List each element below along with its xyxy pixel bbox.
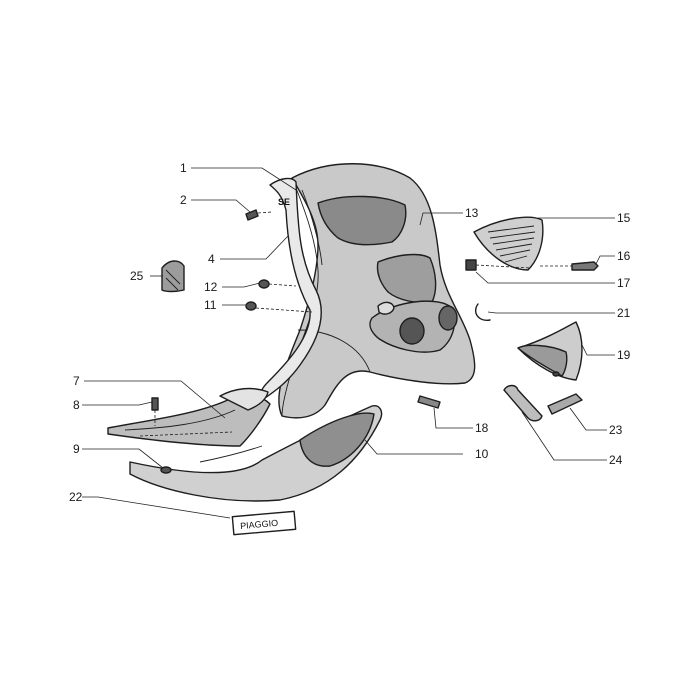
callout-1: 1 — [180, 161, 187, 175]
callout-18: 18 — [475, 421, 489, 435]
small-parts: PIAGGIO — [151, 209, 599, 536]
callout-24: 24 — [609, 453, 623, 467]
callout-23: 23 — [609, 423, 623, 437]
grille-cover — [473, 216, 544, 271]
callout-8: 8 — [73, 398, 80, 412]
callout-15: 15 — [617, 211, 631, 225]
callout-4: 4 — [208, 252, 215, 266]
svg-text:SE: SE — [278, 197, 290, 207]
front-shield — [278, 163, 476, 419]
callout-19: 19 — [617, 348, 631, 362]
callout-11: 11 — [204, 298, 217, 312]
callout-12: 12 — [204, 280, 218, 294]
callout-13: 13 — [465, 206, 479, 220]
footboard — [107, 387, 271, 447]
callout-9: 9 — [73, 442, 80, 456]
callout-17: 17 — [617, 276, 631, 290]
glove-box-tray — [517, 321, 583, 381]
lower-spoiler — [129, 405, 383, 502]
callout-2: 2 — [180, 193, 187, 207]
callout-7: 7 — [73, 374, 80, 388]
callout-16: 16 — [617, 249, 631, 263]
callout-labels: 1 2 4 12 11 25 7 8 9 22 13 15 16 17 21 1… — [69, 161, 631, 504]
callout-10: 10 — [475, 447, 489, 461]
callout-22: 22 — [69, 490, 83, 504]
callout-25: 25 — [130, 269, 144, 283]
leader-lines — [82, 167, 615, 519]
callout-21: 21 — [617, 306, 631, 320]
piaggio-badge-text: PIAGGIO — [240, 518, 279, 531]
